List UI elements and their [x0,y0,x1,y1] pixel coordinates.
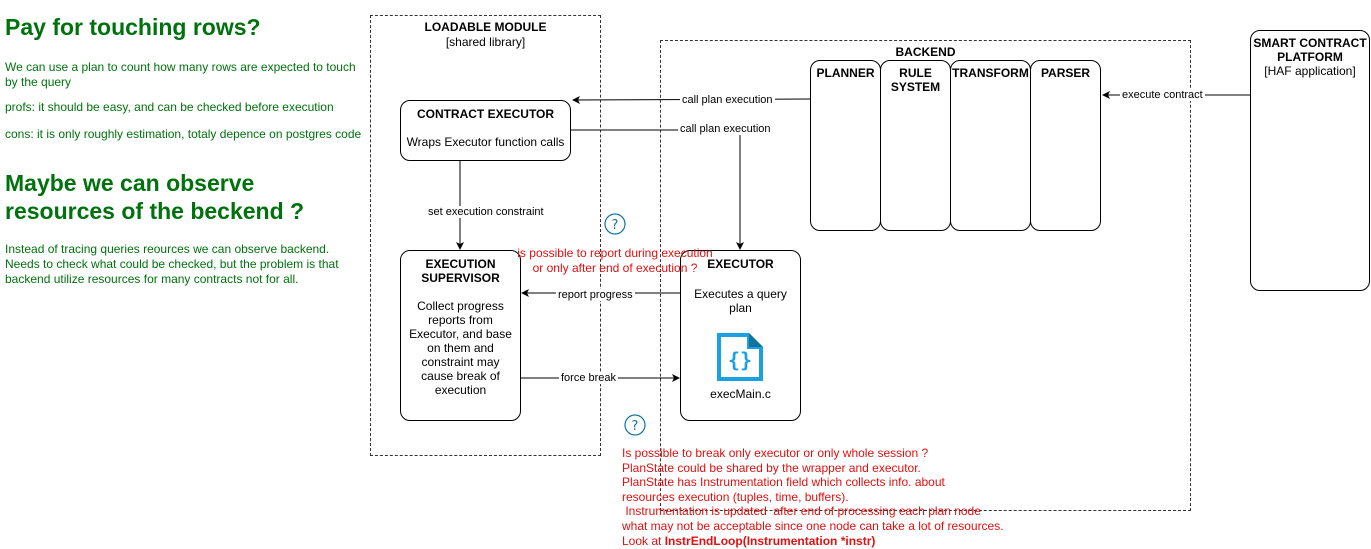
loadable-module-title: LOADABLE MODULE [424,20,547,34]
note-cons: cons: it is only roughly estimation, tot… [5,127,362,141]
transform-label: TRANSFORM [952,66,1029,80]
note-plan-count: We can use a plan to count how many rows… [5,60,356,89]
svg-text:{}: {} [728,348,752,372]
contract-executor-title: CONTRACT EXECUTOR [416,107,555,121]
edge-label-call-plan-exec-2: call plan execution [678,123,773,135]
rule-system-label: RULE SYSTEM [890,66,941,94]
executor-desc: Executes a query plan [694,287,787,315]
edge-label-report-progress: report progress [556,289,635,301]
svg-text:?: ? [612,218,619,233]
note-profs: profs: it should be easy, and can be che… [5,100,334,114]
q2-line: Is possible to break only executor or on… [622,446,929,460]
edge-label-set-constraint: set execution constraint [426,206,546,218]
parser-label: PARSER [1040,66,1091,80]
smart-contract-title: SMART CONTRACT PLATFORM [1253,36,1367,64]
edge-label-execute-contract: execute contract [1120,89,1205,101]
execution-supervisor-title: EXECUTION SUPERVISOR [421,257,500,285]
q2-function-ref: InstrEndLoop(Instrumentation *instr) [664,533,876,548]
q2-line: resources execution (tuples, time, buffe… [622,489,849,504]
loadable-module-subtitle: [shared library] [445,35,526,49]
transform-box: TRANSFORM [950,60,1031,231]
question-break-scope: Is possible to break only executor or on… [622,446,1052,548]
note-observe-backend: Instead of tracing queries reources we c… [5,242,339,286]
edge-call-plan-exec-2 [571,129,744,250]
question-icon-2: ? [624,414,646,436]
edge-label-force-break: force break [559,372,619,384]
executor-title: EXECUTOR [707,257,774,271]
loadable-module-container [370,15,601,456]
q2-line: what may not be acceptable since one nod… [622,518,1004,533]
q2-look-line: Look at InstrEndLoop(Instrumentation *in… [622,534,1052,549]
backend-title: BACKEND [895,45,956,59]
question-report-timing: is possible to report during execution o… [510,246,720,275]
heading-observe-backend: Maybe we can observe resources of the be… [5,170,305,224]
code-file-icon: {} [717,333,763,381]
backend-container [660,40,1191,511]
parser-box: PARSER [1030,60,1101,231]
q2-line: PlanState could be shared by the wrapper… [622,460,921,475]
execution-supervisor-desc: Collect progress reports from Executor, … [409,299,512,397]
planner-box: PLANNER [810,60,881,231]
question-report-line1: is possible to report during execution [517,246,713,260]
question-icon: ? [604,213,626,235]
loadable-module-label: LOADABLE MODULE [shared library] [370,20,601,50]
smart-contract-platform-box: SMART CONTRACT PLATFORM [HAF application… [1250,30,1370,291]
exec-main-file-label: execMain.c [710,387,771,401]
q2-line: PlanState has Instrumentation field whic… [622,475,945,490]
contract-executor-box: CONTRACT EXECUTOR Wraps Executor functio… [400,100,571,161]
planner-label: PLANNER [816,66,875,80]
smart-contract-subtitle: [HAF application] [1264,64,1356,78]
execution-supervisor-box: EXECUTION SUPERVISOR Collect progress re… [400,250,521,421]
question-report-line2: or only after end of execution ? [532,260,698,275]
heading-pay-for-rows: Pay for touching rows? [5,14,261,40]
contract-executor-desc: Wraps Executor function calls [406,135,565,149]
edge-label-call-plan-exec-1: call plan execution [680,94,775,106]
q2-look-prefix: Look at [622,533,665,548]
svg-text:?: ? [632,419,639,434]
q2-line: Instrumentation is updated after end of … [622,504,981,519]
